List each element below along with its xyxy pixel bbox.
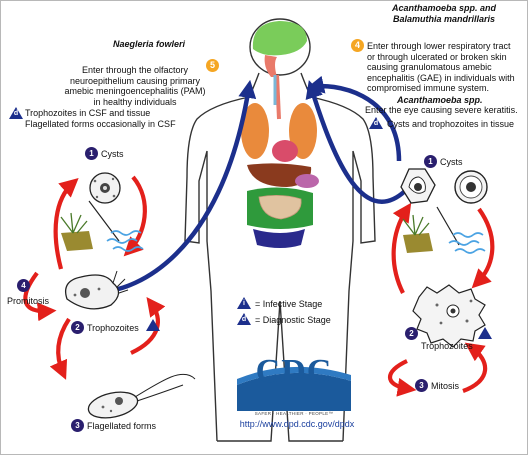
right-entry-line: Enter through lower respiratory tract bbox=[367, 41, 511, 51]
small-intestine bbox=[258, 195, 302, 220]
left-entry-line: in healthy individuals bbox=[93, 96, 177, 107]
right-entry-line: compromised immune system. bbox=[367, 83, 490, 93]
right-keratitis-text: Enter the eye causing severe keratitis. bbox=[365, 105, 518, 115]
legend-diagnostic-triangle bbox=[237, 313, 251, 325]
stomach bbox=[295, 174, 319, 188]
source-url-link[interactable]: http://www.dpd.cdc.gov/dpdx bbox=[239, 419, 355, 429]
cdc-logo-text: CDC bbox=[255, 353, 333, 390]
acanthamoeba-cyst bbox=[400, 168, 436, 204]
left-flagellated-badge: 3 bbox=[71, 419, 84, 432]
left-trophozoites-label: Trophozoites bbox=[87, 323, 139, 333]
right-organism-line: Balamuthia mandrillaris bbox=[392, 13, 496, 24]
left-diag-line: Trophozoites in CSF and tissue bbox=[25, 108, 151, 118]
right-entry-text: Enter through lower respiratory tract or… bbox=[367, 41, 527, 94]
left-entry-line: amebic meningoencephalitis (PAM) bbox=[64, 86, 206, 96]
right-cysts-label: Cysts bbox=[440, 157, 463, 167]
right-entry-line: or through ulcerated or broken skin bbox=[367, 51, 507, 62]
left-flagellated-label: Flagellated forms bbox=[87, 421, 157, 431]
balamuthia-cyst bbox=[454, 170, 488, 204]
infection-arrow-right-lower bbox=[305, 80, 407, 204]
acanthamoeba-trophozoite bbox=[412, 284, 486, 348]
left-entry-line: Enter through the olfactory bbox=[81, 65, 189, 75]
left-entry-line: neuroepithelium causing primary bbox=[69, 75, 201, 86]
water-left bbox=[106, 230, 144, 252]
right-cysts-badge: 1 bbox=[424, 155, 437, 168]
right-entry-step-badge: 4 bbox=[351, 39, 364, 52]
water-right bbox=[448, 232, 486, 254]
right-cycle-arrows bbox=[388, 202, 495, 397]
left-cysts-label: Cysts bbox=[101, 149, 124, 159]
left-infective-triangle bbox=[146, 319, 160, 331]
human-body bbox=[184, 18, 376, 442]
naegleria-flagellate bbox=[87, 373, 196, 419]
right-diag-text: Cysts and trophozoites in tissue bbox=[387, 119, 515, 129]
soil-plant-right bbox=[402, 214, 433, 253]
right-organism-line: Acanthamoeba spp. and bbox=[391, 3, 497, 13]
right-diag-marker: d bbox=[373, 120, 379, 127]
legend-infective-text: = Infective Stage bbox=[255, 299, 323, 309]
legend-infective-marker: i bbox=[243, 300, 245, 307]
right-entry-line: causing granulomatous amebic bbox=[367, 62, 492, 72]
right-mitosis-label: Mitosis bbox=[431, 381, 460, 391]
left-diag-line: Flagellated forms occasionally in CSF bbox=[25, 118, 176, 129]
left-diag-text: Trophozoites in CSF and tissue Flagellat… bbox=[25, 108, 225, 129]
right-entry-line: encephalitis (GAE) in individuals with bbox=[367, 72, 515, 83]
cdc-tagline: SAFER · HEALTHIER · PEOPLE™ bbox=[254, 411, 334, 416]
right-organism2: Acanthamoeba spp. bbox=[397, 95, 483, 105]
right-trophozoites-badge: 2 bbox=[405, 327, 418, 340]
naegleria-trophozoite bbox=[64, 270, 129, 310]
right-diag-triangle bbox=[369, 117, 383, 129]
left-promitosis-badge: 4 bbox=[17, 279, 30, 292]
soil-plant-left bbox=[60, 212, 93, 251]
right-lung bbox=[289, 103, 317, 159]
infection-arrow-left bbox=[106, 79, 257, 294]
left-promitosis-label: Promitosis bbox=[7, 296, 50, 306]
right-infective-triangle bbox=[478, 327, 492, 339]
legend-infective-triangle bbox=[237, 297, 251, 309]
cdc-logo bbox=[237, 366, 351, 411]
left-trophozoites-badge: 2 bbox=[71, 321, 84, 334]
legend-diagnostic-text: = Diagnostic Stage bbox=[255, 315, 331, 325]
infection-arrow-right-upper bbox=[305, 75, 402, 162]
left-diag-marker: d bbox=[13, 110, 19, 117]
left-lung bbox=[241, 103, 269, 159]
left-diag-triangle bbox=[9, 107, 23, 119]
brain-shape bbox=[252, 21, 307, 56]
heart bbox=[272, 140, 298, 162]
right-trophozoites-label: Trophozoites bbox=[421, 341, 473, 351]
naegleria-cyst bbox=[89, 172, 121, 204]
right-organism-title: Acanthamoeba spp. and Balamuthia mandril… bbox=[369, 3, 519, 24]
left-entry-step-badge: 5 bbox=[206, 59, 219, 72]
left-cysts-badge: 1 bbox=[85, 147, 98, 160]
legend-diagnostic-marker: d bbox=[241, 316, 247, 323]
left-organism-title: Naegleria fowleri bbox=[113, 39, 186, 49]
left-entry-text: Enter through the olfactory neuroepithel… bbox=[41, 65, 229, 107]
right-mitosis-badge: 3 bbox=[415, 379, 428, 392]
